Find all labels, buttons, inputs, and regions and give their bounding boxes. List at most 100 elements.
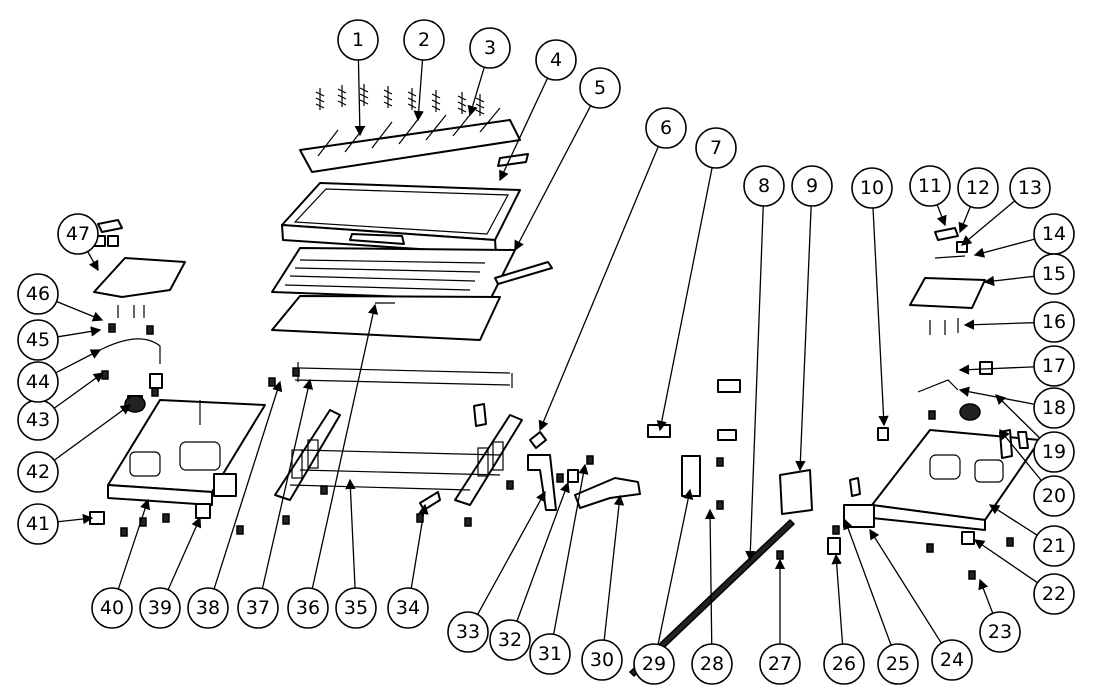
callout-22: 22 — [1033, 573, 1075, 615]
leader-line-11 — [936, 204, 947, 227]
screw — [475, 94, 485, 116]
leader-line-6 — [538, 146, 659, 432]
leader-line-21 — [988, 504, 1038, 536]
callout-label: 35 — [344, 597, 368, 619]
callout-6: 6 — [645, 107, 687, 149]
callout-5: 5 — [579, 67, 621, 109]
callout-15: 15 — [1033, 253, 1075, 295]
center-frame — [274, 403, 523, 506]
callout-label: 27 — [768, 653, 792, 675]
callout-circle — [1033, 525, 1075, 567]
callout-circle — [17, 503, 59, 545]
bolt — [236, 525, 244, 535]
callout-label: 45 — [26, 329, 50, 351]
callout-circle — [743, 165, 785, 207]
screw — [407, 88, 417, 110]
bolt — [320, 485, 328, 495]
leader-line-28 — [704, 508, 716, 645]
callout-circle — [1033, 301, 1075, 343]
callout-4: 4 — [535, 39, 577, 81]
leader-line-29 — [657, 488, 694, 645]
callout-label: 13 — [1018, 177, 1042, 199]
callout-circle — [1033, 253, 1075, 295]
callout-label: 42 — [26, 461, 50, 483]
callout-circle — [691, 643, 733, 685]
callout-30: 30 — [581, 639, 623, 681]
callout-19: 19 — [1033, 431, 1075, 473]
callout-circle — [579, 67, 621, 109]
left-mounting-bracket — [93, 219, 186, 411]
callout-label: 5 — [594, 77, 606, 99]
callout-circle — [57, 213, 99, 255]
callout-circle — [759, 643, 801, 685]
callout-label: 18 — [1042, 397, 1066, 419]
callout-circle — [17, 319, 59, 361]
leader-line-5 — [514, 105, 592, 252]
bolt — [268, 377, 276, 387]
callout-circle — [581, 639, 623, 681]
leader-line-20 — [999, 428, 1042, 481]
callout-label: 21 — [1042, 535, 1066, 557]
callout-46: 46 — [17, 273, 59, 315]
leader-line-2 — [413, 59, 424, 122]
leader-line-42 — [53, 404, 132, 461]
bolt — [716, 457, 724, 467]
callout-label: 6 — [660, 117, 672, 139]
callout-label: 25 — [886, 653, 910, 675]
callout-circle — [17, 273, 59, 315]
bolt — [464, 517, 472, 527]
screw-fasteners — [315, 84, 485, 116]
leader-lines — [53, 59, 1042, 646]
leader-line-35 — [345, 478, 356, 589]
callout-35: 35 — [335, 587, 377, 629]
callout-label: 2 — [418, 29, 430, 51]
bolt — [926, 543, 934, 553]
callout-28: 28 — [691, 643, 733, 685]
callout-label: 4 — [550, 49, 562, 71]
leader-line-40 — [117, 498, 151, 590]
callout-label: 22 — [1042, 583, 1066, 605]
callout-12: 12 — [957, 167, 999, 209]
callout-circle — [877, 643, 919, 685]
callout-circle — [139, 587, 181, 629]
leader-line-38 — [213, 380, 283, 590]
callout-42: 42 — [17, 451, 59, 493]
callout-34: 34 — [387, 587, 429, 629]
callout-1: 1 — [337, 19, 379, 61]
callout-38: 38 — [187, 587, 229, 629]
callout-33: 33 — [447, 611, 489, 653]
callout-circle — [535, 39, 577, 81]
bolt — [586, 455, 594, 465]
callout-circle — [1033, 345, 1075, 387]
callout-circle — [187, 587, 229, 629]
callout-20: 20 — [1033, 475, 1075, 517]
bolt — [556, 473, 564, 483]
callout-circle — [695, 127, 737, 169]
callout-14: 14 — [1033, 213, 1075, 255]
right-mounting-bracket — [909, 227, 993, 393]
callout-label: 23 — [988, 621, 1012, 643]
callout-16: 16 — [1033, 301, 1075, 343]
leader-line-19 — [995, 394, 1041, 439]
callout-circle — [979, 611, 1021, 653]
callout-circle — [17, 361, 59, 403]
callout-label: 7 — [710, 137, 722, 159]
callout-circle — [489, 619, 531, 661]
callout-circle — [469, 27, 511, 69]
callout-32: 32 — [489, 619, 531, 661]
callout-label: 47 — [66, 223, 90, 245]
support-rods — [294, 362, 513, 388]
heating-element-grate — [299, 107, 529, 173]
leader-line-15 — [983, 275, 1035, 287]
callout-label: 32 — [498, 629, 522, 651]
callout-36: 36 — [287, 587, 329, 629]
callout-label: 3 — [484, 37, 496, 59]
callout-circle — [1033, 573, 1075, 615]
callout-label: 44 — [26, 371, 50, 393]
callout-circle — [91, 587, 133, 629]
callout-7: 7 — [695, 127, 737, 169]
lower-heating-element — [271, 247, 553, 301]
leader-line-26 — [831, 553, 844, 645]
callout-label: 8 — [758, 175, 770, 197]
callout-18: 18 — [1033, 387, 1075, 429]
